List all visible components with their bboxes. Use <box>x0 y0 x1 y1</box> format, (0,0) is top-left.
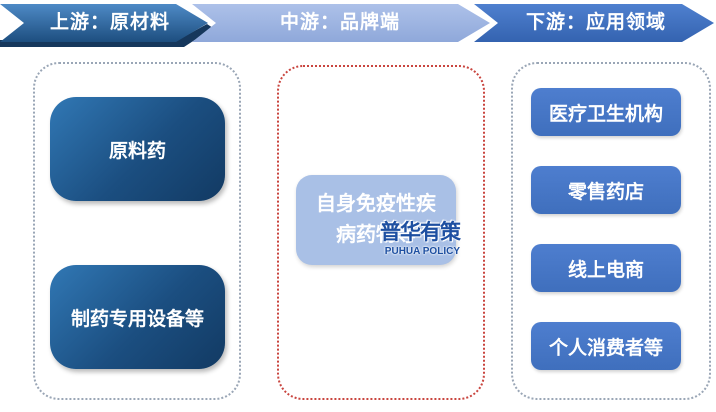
midstream-item-drugs: 自身免疫性疾病药物等 <box>296 175 456 265</box>
downstream-item-ecommerce: 线上电商 <box>531 244 681 292</box>
downstream-item-medical: 医疗卫生机构 <box>531 88 681 136</box>
midstream-item-drugs-label: 自身免疫性疾病药物等 <box>316 193 436 246</box>
midstream-arrow-shape <box>192 4 490 42</box>
upstream-item-equipment: 制药专用设备等 <box>50 265 225 369</box>
downstream-item-consumer-label: 个人消费者等 <box>548 337 663 359</box>
upstream-arrow-shape <box>0 4 208 42</box>
downstream-item-consumer: 个人消费者等 <box>531 322 681 370</box>
midstream-arrow-label: 中游：品牌端 <box>279 12 400 33</box>
industry-chain-arrow-band <box>0 4 714 47</box>
downstream-item-retail-label: 零售药店 <box>567 181 644 203</box>
upstream-group <box>33 62 241 400</box>
midstream-group <box>277 65 485 400</box>
downstream-arrow-shape <box>474 4 714 42</box>
downstream-group <box>511 62 711 400</box>
downstream-item-retail: 零售药店 <box>531 166 681 214</box>
downstream-item-ecommerce-label: 线上电商 <box>567 259 644 281</box>
upstream-item-api-label: 原料药 <box>108 140 166 162</box>
upstream-arrow-label: 上游：原材料 <box>49 12 170 33</box>
downstream-item-medical-label: 医疗卫生机构 <box>548 103 663 125</box>
upstream-item-api: 原料药 <box>50 97 225 201</box>
upstream-item-equipment-label: 制药专用设备等 <box>70 308 204 330</box>
downstream-arrow-label: 下游：应用领域 <box>525 12 666 33</box>
